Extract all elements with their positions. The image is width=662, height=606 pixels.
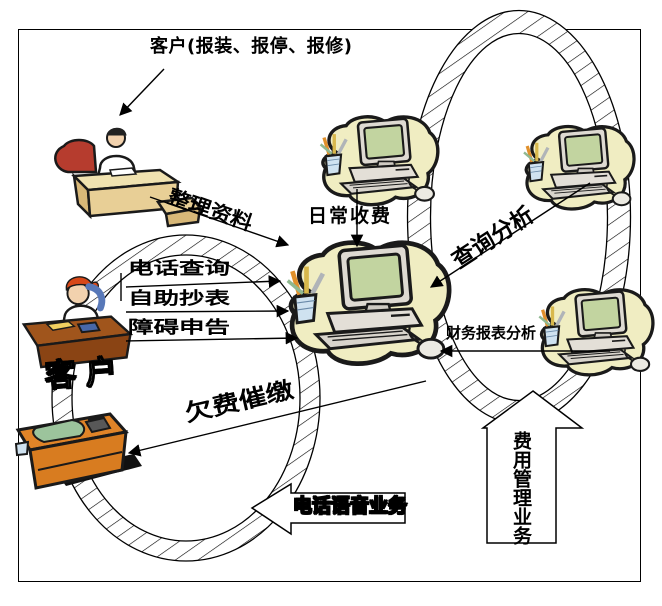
phone-voice-business-label: 电话语音业务: [292, 495, 408, 517]
customer-requests-label: 客户(报装、报停、报修): [150, 36, 353, 57]
self-meter-reading-label: 自助抄表: [128, 289, 230, 309]
arrow-phone-query: [125, 275, 282, 288]
customer-label: 客户: [43, 353, 129, 396]
left-cycle-ring-icon: [51, 234, 321, 562]
financial-report-analysis-label: 财务报表分析: [446, 324, 537, 342]
fee-management-up-arrow: [480, 390, 585, 544]
arrow-fault-report: [125, 331, 299, 345]
fee-management-business-label: 费用管理业务: [510, 431, 532, 545]
arrow-customer-to-clerk: [119, 68, 165, 116]
daily-fee-label: 日常收费: [308, 205, 393, 227]
arrow-organize-data: [149, 196, 290, 248]
arrow-query-analysis: [429, 182, 591, 288]
arrow-arrears-reminder: [127, 380, 427, 457]
phone-voice-left-arrow: [250, 482, 406, 536]
arrow-self-meter-reading: [125, 304, 290, 318]
fault-report-label: 障碍申告: [128, 318, 230, 338]
phone-query-label: 电话查询: [128, 259, 230, 279]
